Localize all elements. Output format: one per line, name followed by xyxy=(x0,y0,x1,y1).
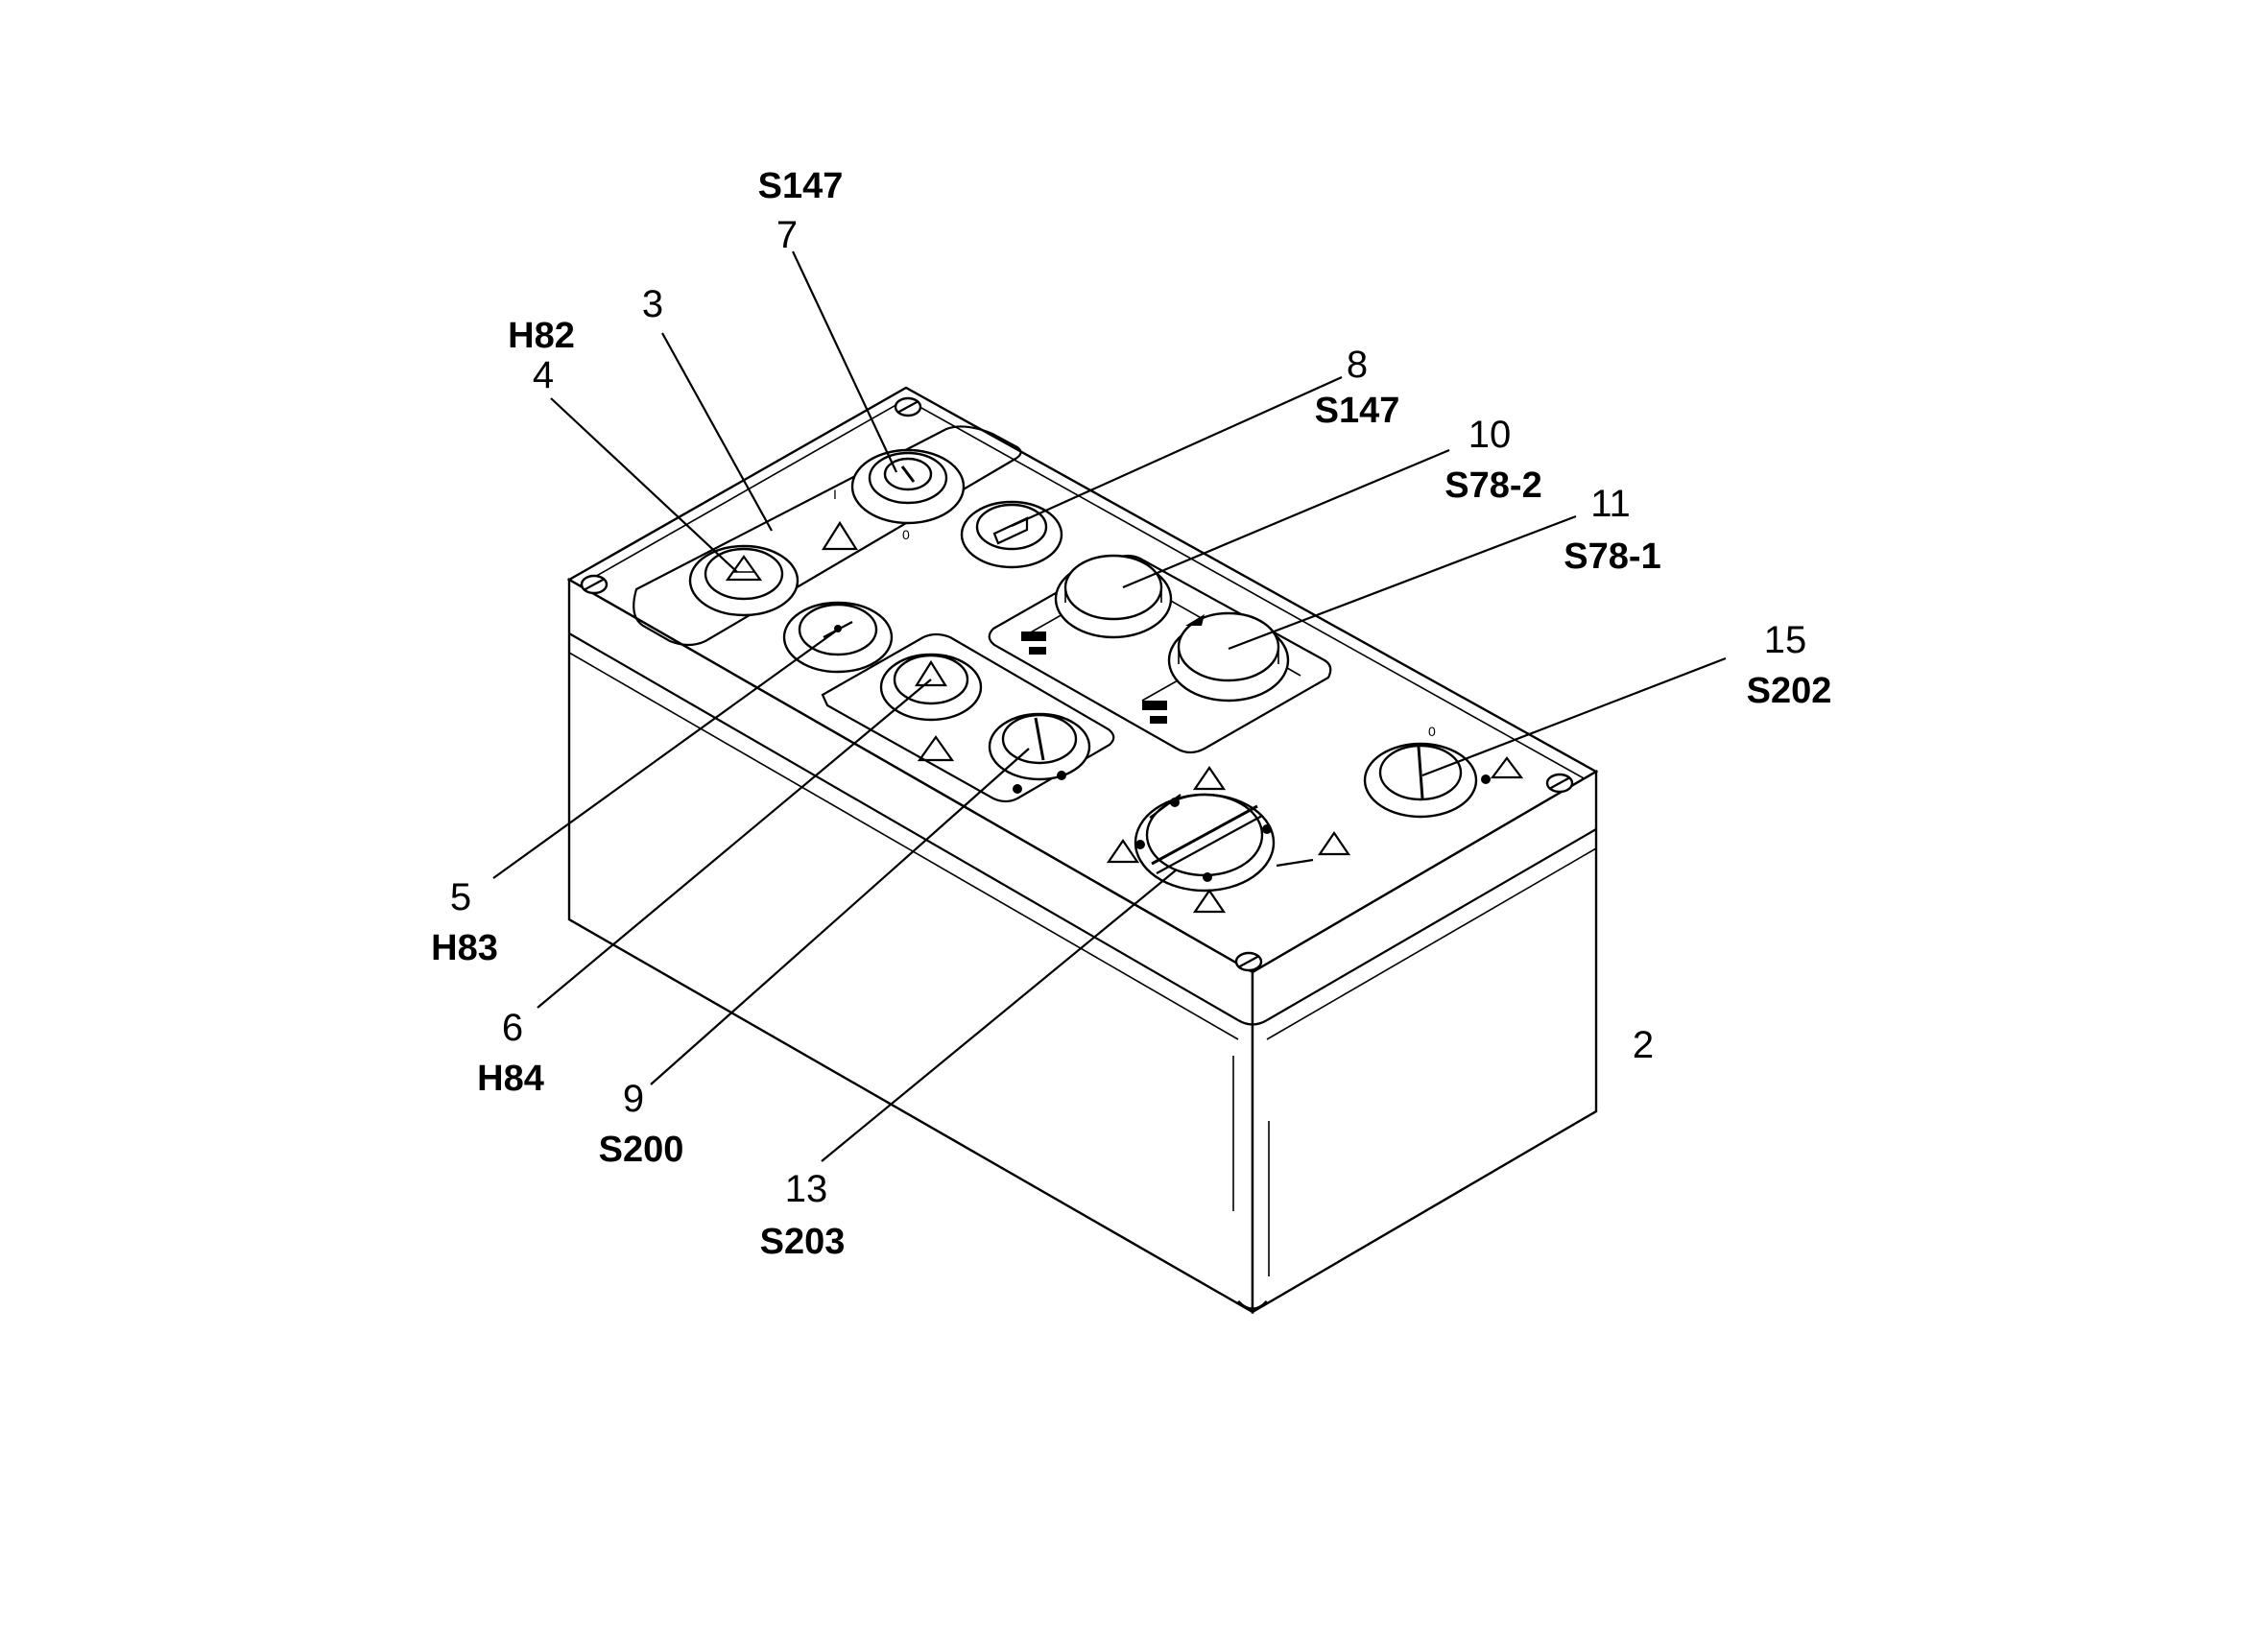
callout-code: S203 xyxy=(760,1222,846,1262)
svg-text:0: 0 xyxy=(902,527,910,542)
svg-text:0: 0 xyxy=(1428,724,1436,739)
callout-9: 9 S200 xyxy=(599,1078,684,1170)
callout-code: H83 xyxy=(431,928,498,968)
screw-icon xyxy=(1234,951,1263,972)
screw-icon xyxy=(580,574,609,595)
callout-10: 10 S78-2 xyxy=(1444,414,1541,506)
callout-11: 11 S78-1 xyxy=(1564,483,1660,577)
callout-code: H84 xyxy=(477,1059,544,1099)
callout-number: 10 xyxy=(1468,414,1512,456)
callout-code: S147 xyxy=(1315,391,1400,431)
leader-lines xyxy=(492,250,1727,1162)
callout-number: 15 xyxy=(1764,619,1807,661)
screw-heads xyxy=(580,396,1574,972)
callout-number: 6 xyxy=(502,1007,523,1049)
callout-2: 2 xyxy=(1633,1024,1654,1066)
button-s147[interactable] xyxy=(960,500,1063,569)
callout-4: H82 4 xyxy=(508,316,575,396)
callout-8: 8 S147 xyxy=(1315,344,1400,431)
selector-s200[interactable] xyxy=(988,712,1091,794)
callout-code: S78-2 xyxy=(1444,465,1541,506)
callout-code: S78-1 xyxy=(1564,536,1660,577)
callout-code: H82 xyxy=(508,316,575,356)
screw-icon xyxy=(894,396,922,417)
callout-6: 6 H84 xyxy=(477,1007,544,1099)
callout-code: S202 xyxy=(1747,671,1832,711)
screw-icon xyxy=(1545,773,1574,794)
callout-code: S147 xyxy=(758,166,844,206)
callout-number: 2 xyxy=(1633,1024,1654,1066)
callout-7: S147 7 xyxy=(758,166,844,256)
indicator-h82[interactable] xyxy=(688,544,800,617)
callout-3: 3 xyxy=(642,283,663,325)
callout-number: 8 xyxy=(1347,344,1368,386)
callout-number: 11 xyxy=(1590,483,1631,525)
indicator-h84[interactable] xyxy=(879,653,983,762)
key-switch-s147[interactable]: I 0 xyxy=(822,448,966,551)
callout-number: 3 xyxy=(642,283,663,325)
callout-15: 15 S202 xyxy=(1747,619,1832,711)
callout-number: 9 xyxy=(623,1078,644,1120)
callout-number: 4 xyxy=(533,354,554,396)
callout-5: 5 H83 xyxy=(431,876,498,968)
callout-number: 7 xyxy=(776,214,798,256)
callout-code: S200 xyxy=(599,1130,684,1170)
indicator-h83[interactable] xyxy=(782,601,894,674)
emergency-button-s78-1[interactable] xyxy=(1142,611,1290,724)
rotary-selector-s203[interactable] xyxy=(1106,766,1351,914)
callout-13: 13 S203 xyxy=(760,1168,846,1262)
callout-number: 13 xyxy=(785,1168,828,1210)
selector-s202[interactable]: 0 xyxy=(1363,724,1524,819)
callout-number: 5 xyxy=(450,876,471,918)
svg-text:I: I xyxy=(833,487,837,502)
control-box-body xyxy=(566,386,1599,1315)
